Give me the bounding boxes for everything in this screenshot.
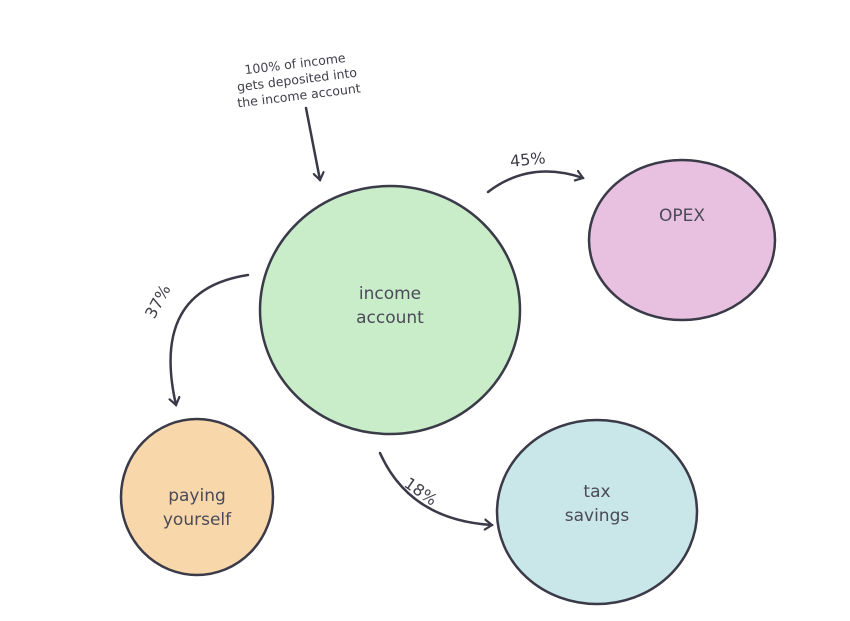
paying-arrow xyxy=(171,273,250,405)
tax-savings-label: tax savings xyxy=(527,480,667,528)
opex-label: OPEX xyxy=(612,204,752,228)
opex-arrow xyxy=(486,172,583,194)
paying-yourself-label: paying yourself xyxy=(127,484,267,532)
deposit-arrow xyxy=(304,106,320,180)
tax-savings-circle xyxy=(495,418,699,606)
income-account-circle xyxy=(258,184,522,436)
label-line: savings xyxy=(564,506,630,526)
income-account-label: income account xyxy=(320,282,460,330)
label-line: account xyxy=(356,308,424,328)
paying-yourself-circle xyxy=(119,417,275,577)
label-line: paying xyxy=(168,486,226,506)
opex-percent: 45% xyxy=(509,148,547,171)
label-line: tax xyxy=(583,482,611,502)
label-line: yourself xyxy=(162,510,232,530)
label-line: income xyxy=(358,284,422,304)
tax-arrow xyxy=(378,451,492,525)
label-line: OPEX xyxy=(658,206,706,226)
opex-circle xyxy=(587,158,777,322)
